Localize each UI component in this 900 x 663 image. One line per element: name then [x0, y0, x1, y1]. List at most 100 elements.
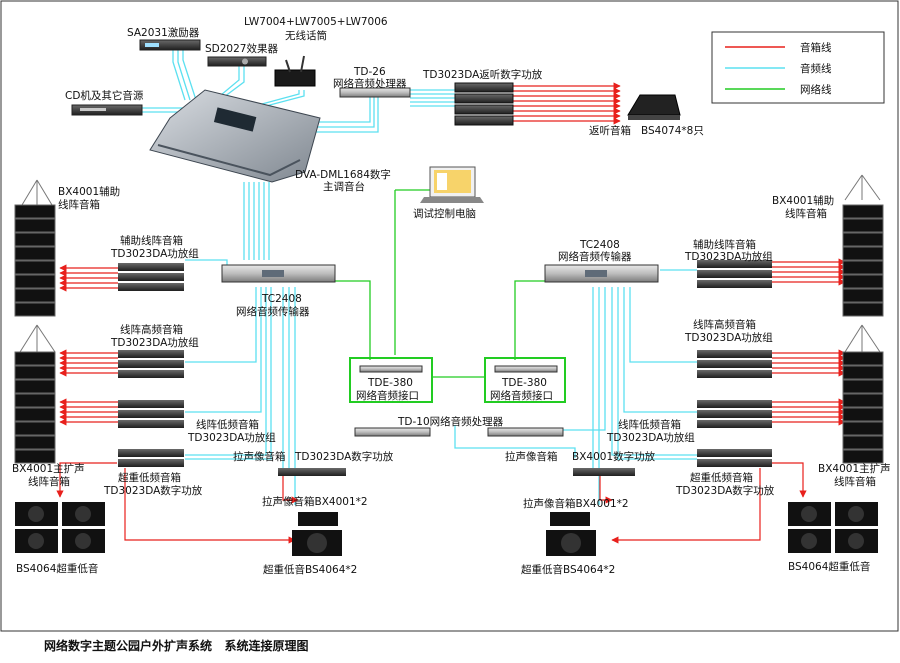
sub-stack-right-outer[interactable] — [788, 502, 878, 553]
sub-amp-rack-left[interactable] — [118, 449, 184, 467]
hf-amp-left-label-2: TD3023DA功放组 — [110, 336, 199, 349]
aux-amp-rack-right[interactable] — [697, 260, 772, 288]
console-label: 主调音台 — [323, 180, 365, 193]
speaker-cables — [56, 82, 846, 544]
lf-amp-rack-right[interactable] — [697, 400, 772, 428]
sub-amp-left-label-2: TD3023DA数字功放 — [103, 484, 203, 497]
pull-speaker-right-label: 拉声像音箱BX4001*2 — [523, 497, 629, 510]
pc-label: 调试控制电脑 — [413, 207, 476, 220]
main-array-right-label-1: BX4001主扩声 — [818, 462, 891, 475]
monitor-speaker[interactable] — [627, 94, 681, 120]
pull-amp-left[interactable] — [278, 468, 346, 476]
cable-layer — [56, 42, 846, 544]
exciter-label: SA2031激励器 — [127, 26, 200, 39]
sub-right-outer-label: BS4064超重低音 — [788, 560, 870, 573]
sub-amp-rack-right[interactable] — [697, 449, 772, 467]
effects-unit[interactable] — [207, 56, 267, 67]
tde-right-model-label: TDE-380 — [501, 377, 547, 389]
diagram-frame — [0, 0, 899, 632]
hf-amp-rack-right[interactable] — [697, 350, 772, 378]
sub-left-outer-label: BS4064超重低音 — [16, 562, 98, 575]
legend-network-label: 网络线 — [800, 83, 832, 96]
hf-amp-right-label-2: TD3023DA功放组 — [684, 331, 773, 344]
pull-speaker-right[interactable] — [550, 512, 590, 526]
wireless-mic-unit[interactable] — [274, 55, 316, 87]
legend-speaker-label: 音箱线 — [800, 41, 832, 54]
td26-processor[interactable] — [339, 87, 411, 98]
network-cables — [335, 189, 545, 378]
sub-amp-right-label-1: 超重低频音箱 — [690, 471, 753, 484]
lf-amp-left-label-1: 线阵低频音箱 — [196, 418, 259, 431]
equipment-layer — [14, 39, 884, 556]
audio-cables-sources — [142, 42, 697, 505]
sub-amp-right-label-2: TD3023DA数字功放 — [675, 484, 775, 497]
tc-right-label: 网络音频传输器 — [558, 250, 632, 263]
sub-inner-right[interactable] — [546, 530, 596, 556]
tde380-right-box — [484, 357, 566, 403]
main-array-left-label-1: BX4001主扩声 — [12, 462, 85, 475]
tc-left-model-label: TC2408 — [261, 293, 302, 305]
tde380-right-unit[interactable] — [494, 365, 558, 373]
mixing-console[interactable] — [149, 89, 321, 183]
tde-left-label: 网络音频接口 — [356, 389, 419, 402]
pull-amp-right-label-2: BX4001数字功放 — [572, 450, 656, 463]
main-array-left-label-2: 线阵音箱 — [28, 475, 70, 488]
aux-amp-rack-left[interactable] — [118, 263, 184, 291]
aux-array-right-label-2: 线阵音箱 — [785, 207, 827, 220]
lf-amp-right-label-2: TD3023DA功放组 — [606, 431, 695, 444]
pull-amp-right-label-1: 拉声像音箱 — [505, 450, 558, 463]
console-model-label: DVA-DML1684数字 — [295, 168, 391, 181]
main-line-array-right[interactable] — [842, 324, 884, 464]
legend-box: 音箱线 音频线 网络线 — [711, 31, 885, 104]
td10-processor-right[interactable] — [487, 427, 564, 437]
tde-left-model-label: TDE-380 — [367, 377, 413, 389]
aux-amp-right-label-1: 辅助线阵音箱 — [693, 238, 756, 251]
lf-amp-right-label-1: 线阵低频音箱 — [618, 418, 681, 431]
td26-model-label: TD-26 — [353, 66, 386, 78]
td10-label: TD-10网络音频处理器 — [397, 415, 504, 428]
lf-amp-left-label-2: TD3023DA功放组 — [187, 431, 276, 444]
td10-processor-left[interactable] — [354, 427, 431, 437]
exciter-unit[interactable] — [139, 39, 201, 51]
tde380-left-box — [349, 357, 433, 403]
diagram-caption: 网络数字主题公园户外扩声系统 系统连接原理图 — [44, 638, 309, 653]
lf-amp-rack-left[interactable] — [118, 400, 184, 428]
tc2408-left[interactable] — [221, 264, 336, 283]
control-pc[interactable] — [420, 166, 484, 203]
label-layer: SA2031激励器 LW7004+LW7005+LW7006 无线话筒 SD20… — [12, 16, 891, 576]
sub-inner-left[interactable] — [292, 530, 342, 556]
pull-amp-left-label-2: TD3023DA数字功放 — [294, 450, 394, 463]
aux-amp-left-label-2: TD3023DA功放组 — [110, 247, 199, 260]
tc-left-label: 网络音频传输器 — [236, 305, 310, 318]
cd-player-unit[interactable] — [71, 104, 143, 116]
sub-stack-left-outer[interactable] — [15, 502, 105, 553]
tde380-left-unit[interactable] — [359, 365, 423, 373]
monitor-count-label: BS4074*8只 — [641, 125, 704, 137]
main-line-array-left[interactable] — [14, 324, 56, 464]
pull-speaker-left-label: 拉声像音箱BX4001*2 — [262, 495, 368, 508]
hf-amp-rack-left[interactable] — [118, 350, 184, 378]
pull-speaker-left[interactable] — [298, 512, 338, 526]
monitor-amp-label: TD3023DA返听数字功放 — [422, 68, 543, 81]
wireless-mic-label: 无线话筒 — [285, 29, 327, 42]
aux-amp-left-label-1: 辅助线阵音箱 — [120, 234, 183, 247]
hf-amp-right-label-1: 线阵高频音箱 — [693, 318, 756, 331]
aux-line-array-right[interactable] — [842, 174, 884, 317]
td26-label: 网络音频处理器 — [333, 77, 407, 90]
pull-amp-right[interactable] — [573, 468, 635, 476]
sub-amp-left-label-1: 超重低频音箱 — [118, 471, 181, 484]
aux-amp-right-label-2: TD3023DA功放组 — [684, 250, 773, 263]
tc-right-model-label: TC2408 — [579, 239, 620, 251]
hf-amp-left-label-1: 线阵高频音箱 — [120, 323, 183, 336]
effects-label: SD2027效果器 — [205, 42, 278, 55]
wireless-mic-model-label: LW7004+LW7005+LW7006 — [244, 16, 388, 28]
monitor-amp-rack[interactable] — [454, 82, 514, 126]
tc2408-right[interactable] — [544, 264, 659, 283]
aux-line-array-left[interactable] — [14, 179, 56, 317]
aux-array-left-label-2: 线阵音箱 — [58, 198, 100, 211]
pull-amp-left-label-1: 拉声像音箱 — [233, 450, 286, 463]
cd-player-label: CD机及其它音源 — [65, 89, 144, 102]
sub-left-inner-label: 超重低音BS4064*2 — [263, 563, 357, 576]
